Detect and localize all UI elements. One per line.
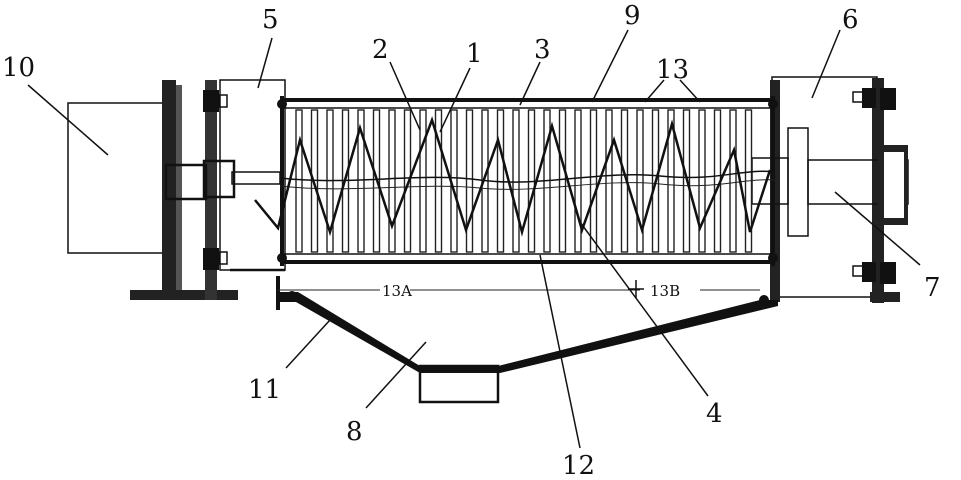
label-7: 7	[924, 273, 941, 303]
ring-plate	[558, 109, 567, 253]
label-1: 1	[466, 39, 483, 69]
ring-plates	[295, 109, 753, 253]
label-12: 12	[562, 451, 595, 480]
label-5: 5	[262, 5, 279, 35]
ring-plate	[357, 109, 365, 253]
label-9: 9	[624, 1, 641, 31]
left-bolts	[203, 90, 228, 270]
left-frame	[130, 80, 238, 300]
label-10: 10	[2, 53, 35, 83]
coupling	[164, 159, 281, 201]
label-13b: 13B	[650, 282, 680, 300]
ring-plate	[512, 109, 520, 253]
hopper	[276, 276, 778, 404]
ring-plate	[403, 109, 412, 253]
left-head-box	[219, 79, 286, 271]
label-2: 2	[372, 35, 389, 65]
ring-plate	[636, 109, 644, 253]
screw-helix	[254, 116, 772, 237]
label-13: 13	[656, 55, 689, 85]
label-8: 8	[346, 417, 363, 447]
label-11: 11	[248, 375, 281, 405]
label-4: 4	[706, 399, 723, 429]
ring-plate	[667, 109, 675, 253]
ring-plate	[295, 109, 303, 253]
ring-plate	[372, 109, 381, 253]
ring-plate	[605, 109, 613, 253]
ring-plate	[388, 109, 396, 253]
right-bolts	[852, 88, 896, 284]
drum	[280, 96, 775, 266]
ring-plate	[434, 109, 443, 253]
leader-lines	[27, 29, 921, 449]
outlet-pipe	[751, 127, 909, 237]
ring-plate	[574, 109, 582, 253]
cross-mark	[628, 280, 644, 298]
ring-plate	[698, 109, 706, 253]
ring-plate	[589, 109, 598, 253]
label-13a: 13A	[382, 282, 412, 300]
label-3: 3	[534, 35, 551, 65]
ring-plate	[729, 109, 737, 253]
ring-plate	[419, 109, 427, 253]
motor-box	[67, 102, 166, 254]
ring-plate	[651, 109, 660, 253]
ring-plate	[682, 109, 691, 253]
ring-plate	[465, 109, 474, 253]
label-6: 6	[842, 5, 859, 35]
screw-shaft	[279, 170, 776, 190]
drum-bolts	[277, 99, 778, 263]
